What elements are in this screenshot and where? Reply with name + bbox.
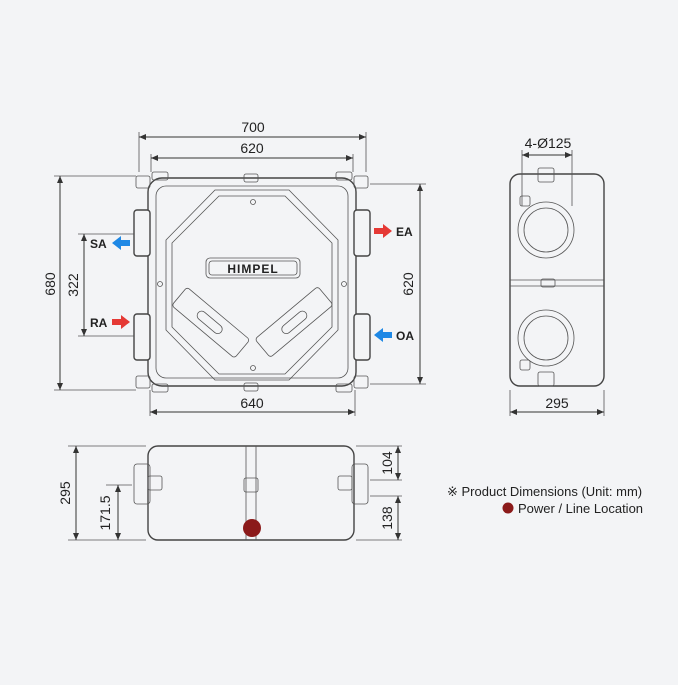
ea-arrow-icon — [374, 224, 392, 238]
note-dimensions: ※ Product Dimensions (Unit: mm) — [447, 484, 642, 499]
top-view-body — [147, 177, 357, 387]
dim-port-spacing: 322 — [65, 273, 81, 297]
port-label-ea: EA — [396, 225, 413, 239]
oa-arrow-icon — [374, 328, 392, 342]
dim-top-offset: 104 — [379, 451, 395, 475]
dim-overall-height: 680 — [42, 272, 58, 296]
logo-plate-inner — [208, 260, 298, 276]
top-view-inner-outline — [155, 185, 349, 379]
legend-notes: ※ Product Dimensions (Unit: mm) Power / … — [447, 484, 643, 516]
port-label-sa: SA — [90, 237, 107, 251]
top-view: HIMPEL 700 620 640 680 — [42, 119, 426, 416]
dim-side-width: 295 — [545, 395, 569, 411]
filter-slot-left — [172, 287, 250, 358]
dim-right-height: 620 — [400, 272, 416, 296]
dim-inner-width: 620 — [240, 140, 264, 156]
side-ducts — [133, 209, 371, 361]
side-view-latch — [540, 278, 556, 288]
dim-lower-height: 171.5 — [97, 495, 113, 530]
dim-duct: 4-Ø125 — [525, 135, 572, 151]
dim-outer-width: 700 — [241, 119, 265, 135]
core-housing — [165, 189, 339, 381]
duct-circle-top — [517, 201, 575, 259]
dim-bottom-offset: 138 — [379, 506, 395, 530]
port-label-oa: OA — [396, 329, 414, 343]
mounting-brackets — [135, 171, 369, 393]
dim-front-height: 295 — [57, 481, 73, 505]
port-label-ra: RA — [90, 316, 108, 330]
power-legend-dot — [502, 502, 514, 514]
duct-circle-bottom — [517, 309, 575, 367]
note-power: Power / Line Location — [518, 501, 643, 516]
front-view-body — [147, 445, 355, 541]
ra-arrow-icon — [112, 315, 130, 329]
side-view: 4-Ø125 295 — [509, 135, 605, 416]
brand-logo: HIMPEL — [227, 262, 278, 276]
front-view: 295 171.5 104 138 — [57, 445, 402, 541]
logo-plate — [205, 257, 301, 279]
core-housing-inner — [171, 195, 333, 375]
dim-bottom-width: 640 — [240, 395, 264, 411]
filter-slot-right — [255, 287, 333, 357]
sa-arrow-icon — [112, 236, 130, 250]
power-location-dot — [243, 519, 261, 537]
